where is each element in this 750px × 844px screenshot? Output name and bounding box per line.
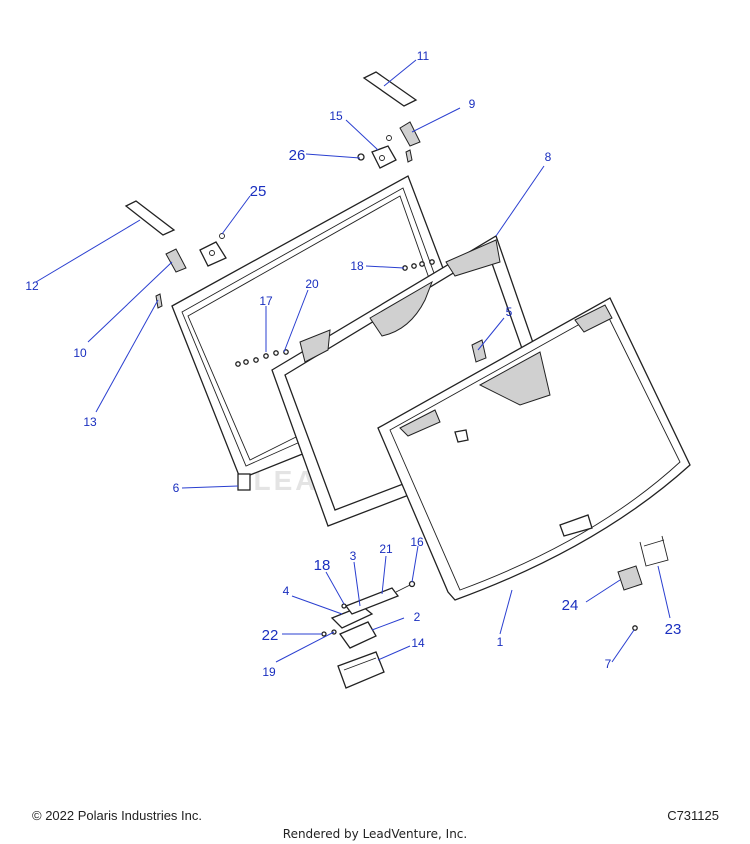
callout-6: 6 [173,481,180,495]
nut-part-26 [357,153,365,161]
fasteners-part-17-20 [235,349,289,367]
strip-part-11 [362,71,418,107]
callout-5: 5 [506,305,513,319]
callout-7: 7 [605,657,612,671]
callout-17: 17 [259,294,273,308]
fasteners-part-18 [402,259,435,271]
callout-labels: 11 9 15 26 8 25 12 18 17 20 5 10 13 6 16… [25,49,681,679]
callout-4: 4 [283,584,290,598]
callout-20: 20 [305,277,319,291]
copyright-text: © 2022 Polaris Industries Inc. [32,808,202,823]
callout-21: 21 [379,542,393,556]
windshield-glass-part-1 [377,297,691,601]
callout-24: 24 [562,597,579,614]
leader-lines [35,59,671,663]
strip-part-12 [124,200,176,236]
callout-2: 2 [414,610,421,624]
callout-22: 22 [262,627,279,644]
callout-11: 11 [417,49,430,63]
callout-15: 15 [329,109,343,123]
callout-26: 26 [289,147,306,164]
trim-part-13 [155,293,163,309]
callout-18-top: 18 [350,259,364,273]
pad-part-9 [399,121,421,147]
callout-13: 13 [83,415,97,429]
bolt-part-7 [632,625,638,631]
callout-16: 16 [410,535,424,549]
callout-18-bottom: 18 [314,557,331,574]
callout-1: 1 [497,635,504,649]
callout-19: 19 [262,665,276,679]
latch-part-15 [371,135,397,169]
callout-14: 14 [411,636,425,650]
rendered-by-text: Rendered by LeadVenture, Inc. [282,827,468,841]
latch-assembly [321,580,416,689]
callout-25: 25 [250,183,267,200]
callout-8: 8 [545,150,552,164]
bracket-part-23 [639,535,669,567]
pad-part-10 [165,248,187,273]
bracket-part-5 [471,339,487,363]
trim-part-13b [405,149,413,163]
latch-part-25 [199,233,227,267]
callout-10: 10 [73,346,87,360]
callout-9: 9 [469,97,476,111]
diagram-code: C731125 [667,808,719,823]
callout-3: 3 [350,549,357,563]
pad-part-24 [617,565,643,591]
callout-23: 23 [665,621,682,638]
callout-12: 12 [25,279,39,293]
